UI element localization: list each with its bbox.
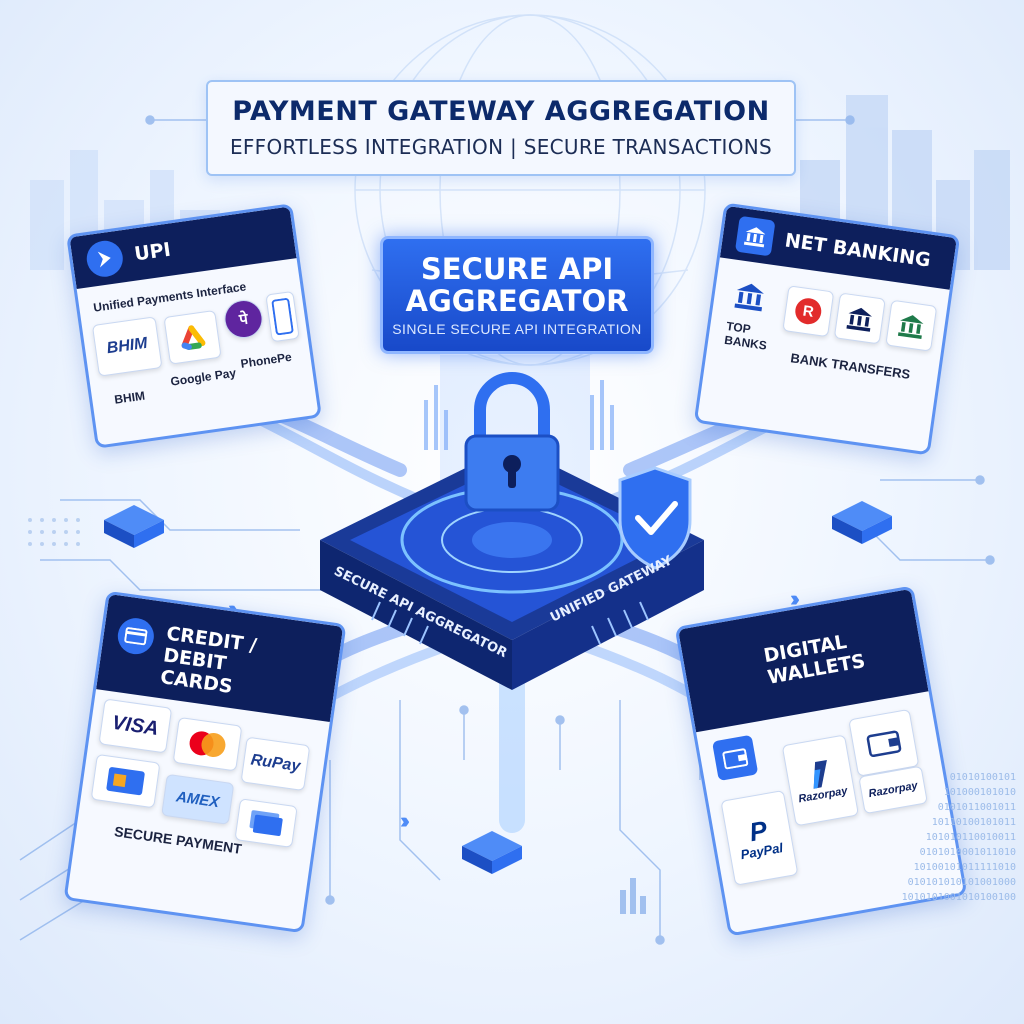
binary-line: 101000101010 bbox=[943, 787, 1016, 798]
bank-icon bbox=[734, 215, 776, 257]
padlock-graphic bbox=[464, 372, 560, 512]
razorpay-logo: Razorpay bbox=[781, 734, 859, 827]
phonepe-logo: पे bbox=[222, 297, 265, 341]
google-pay-logo bbox=[163, 309, 222, 365]
cards-panel: CREDIT / DEBIT CARDS VISA RuPay AMEX SEC… bbox=[63, 590, 347, 934]
binary-line: 01010100101 bbox=[949, 772, 1016, 783]
small-cube-left bbox=[104, 505, 164, 548]
signal-bars bbox=[424, 380, 614, 450]
mobile-phone-icon bbox=[265, 290, 300, 343]
binary-line: 010101010101001000 bbox=[907, 877, 1016, 888]
upi-panel: UPI Unified Payments Interface BHIM पे B… bbox=[66, 203, 322, 449]
google-pay-label: Google Pay bbox=[169, 365, 237, 389]
top-banks-label: TOP BANKS bbox=[723, 319, 768, 353]
bank-logo-green bbox=[885, 299, 938, 352]
bank-transfers-label: BANK TRANSFERS bbox=[789, 350, 912, 382]
binary-line: 10110100101011 bbox=[931, 817, 1016, 828]
net-banking-title: NET BANKING bbox=[783, 229, 932, 272]
cards-title: CREDIT / DEBIT CARDS bbox=[158, 622, 259, 698]
wallet-icon bbox=[711, 734, 759, 782]
phonepe-label: PhonePe bbox=[239, 349, 293, 371]
binary-line: 0101011001011 bbox=[937, 802, 1016, 813]
binary-line: 0101010001011010 bbox=[919, 847, 1016, 858]
binary-code-decoration: 01010100101 101000101010 0101011001011 1… bbox=[780, 770, 1016, 905]
bank-logo-navy bbox=[833, 292, 886, 345]
central-platform bbox=[320, 445, 704, 690]
secure-api-box: SECURE API AGGREGATOR SINGLE SECURE API … bbox=[380, 236, 654, 354]
mastercard-logo bbox=[172, 716, 243, 772]
secure-payment-label: SECURE PAYMENT bbox=[113, 823, 243, 857]
api-box-caption: SINGLE SECURE API INTEGRATION bbox=[392, 321, 642, 337]
bhim-logo: BHIM bbox=[91, 316, 163, 377]
upi-subtitle: Unified Payments Interface bbox=[92, 279, 248, 315]
wallet-app-icon bbox=[848, 708, 920, 777]
credit-card-icon bbox=[115, 615, 157, 657]
top-banks-icon bbox=[726, 273, 773, 318]
small-cube-bottom bbox=[462, 831, 522, 874]
title-box: PAYMENT GATEWAY AGGREGATION EFFORTLESS I… bbox=[206, 80, 796, 176]
shield-check-graphic bbox=[618, 466, 692, 570]
net-banking-panel: NET BANKING TOP BANKS R BANK TRANSFERS bbox=[693, 202, 961, 456]
api-box-line2: AGGREGATOR bbox=[405, 284, 629, 318]
card-brand-logo bbox=[90, 753, 161, 809]
bar-graphic bbox=[620, 878, 646, 914]
page-subtitle: EFFORTLESS INTEGRATION | SECURE TRANSACT… bbox=[229, 135, 773, 159]
dot-grid bbox=[28, 518, 80, 546]
amex-logo: AMEX bbox=[161, 773, 235, 825]
wallets-panel: DIGITAL WALLETS Razorpay Razorpay P PayP… bbox=[674, 585, 968, 937]
api-box-line1: SECURE API bbox=[420, 252, 614, 286]
binary-line: 1010101001010100100 bbox=[901, 892, 1016, 903]
small-cube-right bbox=[832, 501, 892, 544]
upi-header: UPI bbox=[69, 206, 297, 289]
wallets-title: DIGITAL WALLETS bbox=[762, 630, 867, 689]
page-title: PAYMENT GATEWAY AGGREGATION bbox=[232, 96, 770, 127]
bhim-label: BHIM bbox=[113, 388, 146, 407]
net-banking-header: NET BANKING bbox=[719, 205, 957, 290]
rupay-logo: RuPay bbox=[240, 736, 311, 792]
upi-icon bbox=[84, 238, 126, 280]
binary-line: 101010110010011 bbox=[925, 832, 1016, 843]
cards-header: CREDIT / DEBIT CARDS bbox=[96, 594, 344, 722]
card-stack-icon bbox=[234, 798, 298, 848]
binary-line: 10100101011111010 bbox=[913, 862, 1016, 873]
bank-logo-red: R bbox=[782, 285, 835, 338]
chevron-right-icon: ››› bbox=[400, 808, 410, 833]
visa-logo: VISA bbox=[98, 698, 173, 754]
upi-title: UPI bbox=[132, 238, 173, 266]
